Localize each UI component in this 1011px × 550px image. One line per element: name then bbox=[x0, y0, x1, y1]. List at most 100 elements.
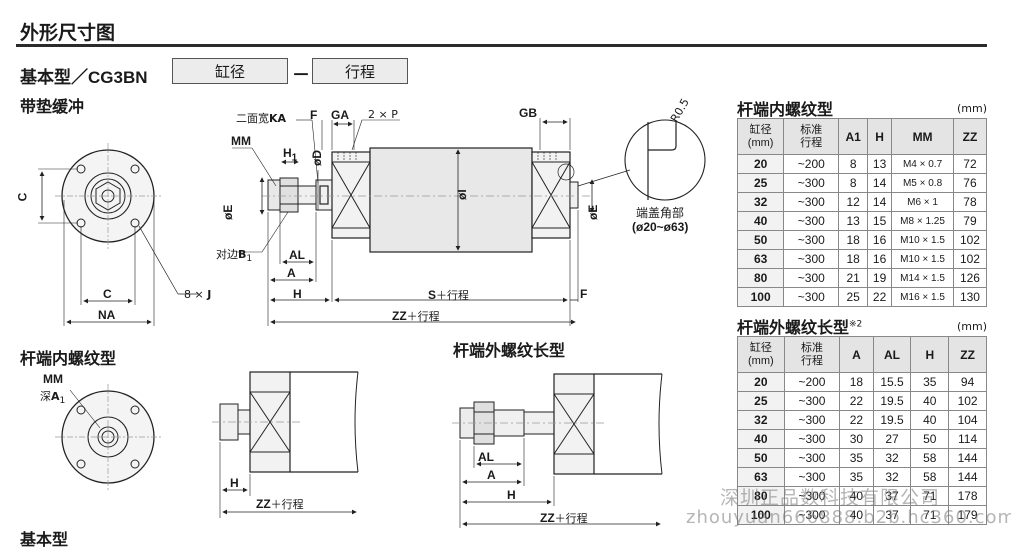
table-cell: ~300 bbox=[783, 287, 840, 307]
table-cell: M14 × 1.5 bbox=[891, 268, 954, 288]
table-header: H bbox=[866, 118, 893, 155]
label-S-stroke: S＋行程 bbox=[428, 288, 470, 302]
table-cell: 40 bbox=[910, 410, 950, 430]
table-cell: 25 bbox=[737, 391, 785, 411]
table-cell: 40 bbox=[839, 505, 874, 525]
label-inner-ZZ: ZZ＋行程 bbox=[256, 497, 304, 511]
label-2xP: 2 × P bbox=[368, 108, 398, 121]
label-phiE-right: øE bbox=[586, 204, 600, 220]
table-cell: 18 bbox=[839, 372, 874, 392]
label-C: C bbox=[103, 287, 112, 301]
side-view-rod-outer bbox=[452, 373, 663, 528]
table-cell: M8 × 1.25 bbox=[891, 211, 954, 231]
table2-title: 杆端外螺纹长型※2 bbox=[737, 318, 863, 337]
label-GA: GA bbox=[331, 108, 349, 122]
table-cell: 63 bbox=[737, 467, 785, 487]
label-GB: GB bbox=[519, 106, 537, 120]
table-cell: 35 bbox=[910, 372, 950, 392]
table-cell: 40 bbox=[839, 486, 874, 506]
model-heading: 基本型／CG3BN bbox=[20, 63, 148, 88]
table-cell: 78 bbox=[952, 192, 988, 212]
label-MM: MM bbox=[231, 134, 251, 148]
table-cell: 72 bbox=[952, 154, 988, 174]
table-cell: 40 bbox=[736, 211, 785, 231]
table-cell: 18 bbox=[838, 230, 868, 250]
label-AL: AL bbox=[289, 248, 305, 262]
table-cell: 20 bbox=[737, 372, 785, 392]
table-cell: 30 bbox=[839, 429, 874, 449]
technical-drawing bbox=[38, 118, 706, 528]
table-cell: 79 bbox=[952, 211, 988, 231]
label-outer-H: H bbox=[507, 488, 516, 502]
table-cell: 58 bbox=[910, 467, 950, 487]
table-cell: 12 bbox=[838, 192, 868, 212]
table-cell: 32 bbox=[736, 192, 785, 212]
section-rod-inner: 杆端内螺纹型 bbox=[20, 349, 117, 368]
table-cell: 13 bbox=[838, 211, 868, 231]
side-view-rod-inner bbox=[212, 371, 359, 518]
table-cell: 71 bbox=[910, 486, 950, 506]
table-cell: 100 bbox=[737, 505, 785, 525]
label-phiD: øD bbox=[310, 150, 324, 166]
label-ZZ-stroke: ZZ＋行程 bbox=[392, 309, 440, 323]
table-cell: 179 bbox=[948, 505, 987, 525]
table-header: ZZ bbox=[948, 336, 987, 373]
label-inner-depth-A1: 深A1 bbox=[40, 390, 66, 407]
table-cell: 13 bbox=[866, 154, 893, 174]
table-cell: ~300 bbox=[783, 173, 840, 193]
table-cell: ~300 bbox=[783, 391, 841, 411]
table-cell: 8 bbox=[838, 154, 868, 174]
table-cell: 25 bbox=[736, 173, 785, 193]
label-F-right: F bbox=[580, 287, 588, 301]
table-cell: 102 bbox=[952, 230, 988, 250]
table-cell: 80 bbox=[737, 486, 785, 506]
table-cell: 94 bbox=[948, 372, 987, 392]
label-8xJ: 8 × J bbox=[184, 288, 212, 301]
table-cell: 130 bbox=[952, 287, 988, 307]
side-view-main bbox=[232, 118, 595, 326]
label-H1: H1 bbox=[283, 146, 298, 164]
table-cell: 100 bbox=[736, 287, 785, 307]
table-cell: ~300 bbox=[783, 505, 841, 525]
label-end-cap-range: (ø20~ø63) bbox=[632, 220, 689, 234]
table-cell: ~300 bbox=[783, 192, 840, 212]
table-cell: 144 bbox=[948, 467, 987, 487]
table-cell: 58 bbox=[910, 448, 950, 468]
table2-unit: (mm) bbox=[957, 320, 988, 333]
stroke-box: 行程 bbox=[312, 58, 408, 84]
section-rod-outer: 杆端外螺纹长型 bbox=[453, 341, 566, 360]
table-cell: 63 bbox=[736, 249, 785, 269]
table-cell: 19.5 bbox=[872, 391, 912, 411]
table-cell: 25 bbox=[838, 287, 868, 307]
page-title: 外形尺寸图 bbox=[20, 22, 116, 44]
watermark-url: zhouyuan666888.b2b.hc360.com bbox=[686, 507, 1011, 528]
label-outer-AL: AL bbox=[478, 450, 494, 464]
table-header: MM bbox=[891, 118, 954, 155]
table-cell: 144 bbox=[948, 448, 987, 468]
section-cushion: 带垫缓冲 bbox=[20, 97, 85, 116]
table-cell: 104 bbox=[948, 410, 987, 430]
table-cell: 16 bbox=[866, 230, 893, 250]
label-C-vertical: C bbox=[15, 192, 30, 202]
table-cell: ~300 bbox=[783, 249, 840, 269]
table-cell: ~200 bbox=[783, 154, 840, 174]
table-cell: 8 bbox=[838, 173, 868, 193]
table-cell: 22 bbox=[866, 287, 893, 307]
table-header: ZZ bbox=[952, 118, 988, 155]
table-cell: 114 bbox=[948, 429, 987, 449]
table-cell: 40 bbox=[910, 391, 950, 411]
table-cell: 15.5 bbox=[872, 372, 912, 392]
table-cell: 19 bbox=[866, 268, 893, 288]
table-cell: 14 bbox=[866, 173, 893, 193]
